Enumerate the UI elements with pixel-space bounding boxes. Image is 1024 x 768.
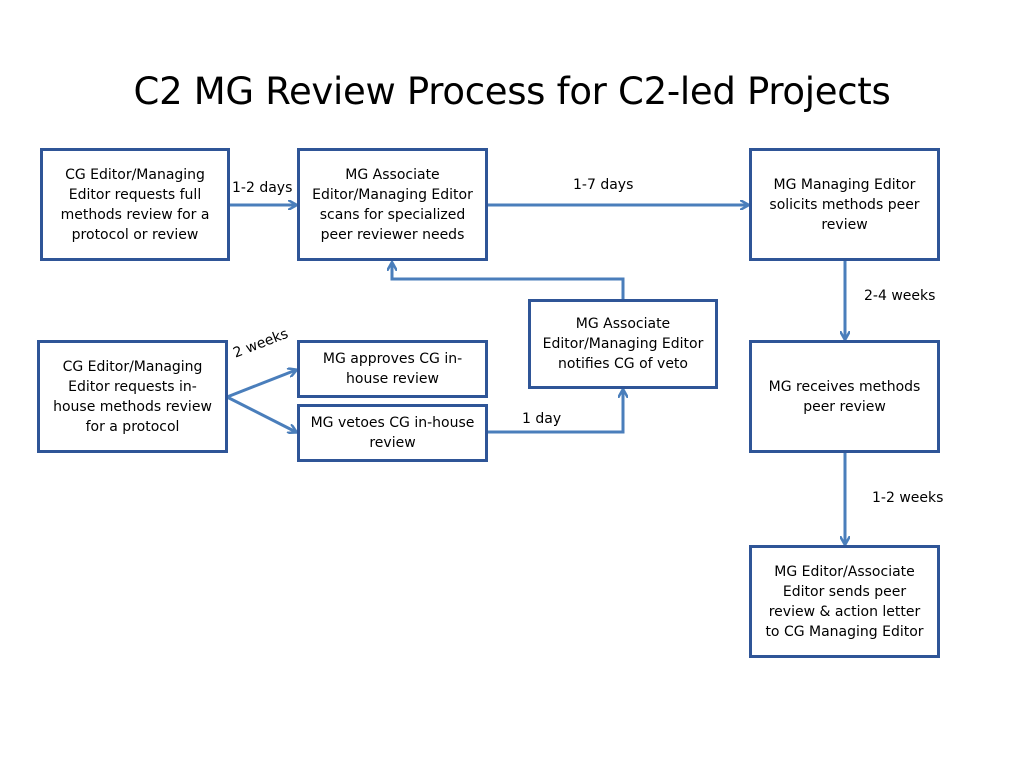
- box-mg-scans: MG Associate Editor/Managing Editor scan…: [297, 148, 488, 261]
- box-mg-notifies: MG Associate Editor/Managing Editor noti…: [528, 299, 718, 389]
- label-1-day: 1 day: [522, 411, 562, 427]
- arrow-notify-to-scan: [392, 263, 625, 300]
- page-title: C2 MG Review Process for C2-led Projects: [133, 70, 891, 113]
- box-mg-vetoes: MG vetoes CG in-house review: [297, 404, 488, 462]
- arrow-veto-to-notify: [487, 390, 623, 434]
- box-mg-solicits: MG Managing Editor solicits methods peer…: [749, 148, 940, 261]
- box-mg-approves: MG approves CG in-house review: [297, 340, 488, 398]
- box-mg-sends: MG Editor/Associate Editor sends peer re…: [749, 545, 940, 658]
- arrow-inhouse-to-veto: [226, 395, 296, 432]
- box-mg-receives: MG receives methods peer review: [749, 340, 940, 453]
- arrow-inhouse-to-approve: [226, 370, 296, 399]
- box-cg-full-request: CG Editor/Managing Editor requests full …: [40, 148, 230, 261]
- box-cg-inhouse-request: CG Editor/Managing Editor requests in-ho…: [37, 340, 228, 453]
- label-1-7-days: 1-7 days: [573, 177, 634, 193]
- label-1-2-days: 1-2 days: [232, 180, 293, 196]
- label-2-4-weeks: 2-4 weeks: [864, 288, 936, 304]
- label-1-2-weeks: 1-2 weeks: [872, 490, 944, 506]
